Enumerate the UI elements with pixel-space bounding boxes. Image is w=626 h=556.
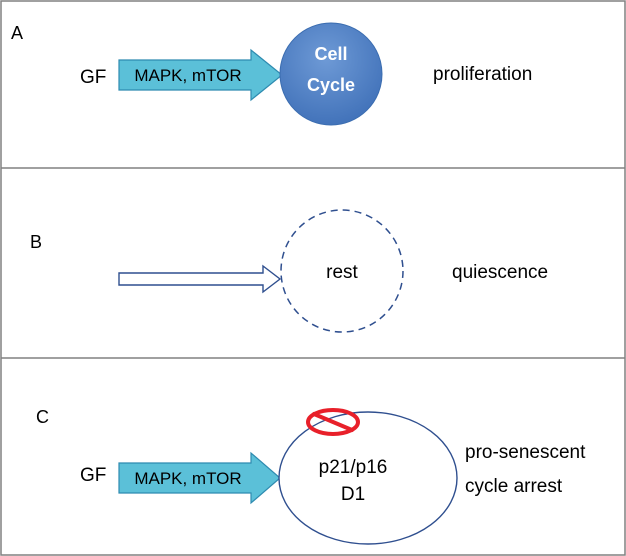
panel-c-circle-line1: p21/p16 — [319, 457, 388, 478]
panel-a-circle-line1: Cell — [314, 44, 347, 64]
panel-b-outcome: quiescence — [452, 262, 548, 283]
panel-c-circle-line2: D1 — [341, 484, 365, 505]
panel-c: C GF MAPK, mTOR p21/p16 D1 pro-senescent… — [36, 407, 586, 545]
panel-c-gf-label: GF — [80, 465, 106, 486]
panel-a-right-arrow-icon — [118, 48, 283, 102]
panel-a-gf-label: GF — [80, 67, 106, 88]
panel-a-letter: A — [11, 23, 23, 43]
panel-a-arrow-label: MAPK, mTOR — [134, 66, 241, 85]
panel-c-right-arrow-icon — [118, 451, 281, 505]
panel-c-arrow-label: MAPK, mTOR — [134, 469, 241, 488]
prohibited-sign-icon — [306, 408, 360, 436]
panel-a-cell-cycle-circle — [279, 22, 383, 126]
panel-a-outcome: proliferation — [433, 64, 532, 85]
panel-c-outcome-line1: pro-senescent — [465, 442, 586, 463]
panel-a: A GF MAPK, mTOR Cell Cycle proliferation — [11, 22, 532, 126]
panel-c-letter: C — [36, 407, 49, 427]
panel-a-circle-line2: Cycle — [307, 75, 355, 95]
panel-c-outcome-line2: cycle arrest — [465, 476, 563, 497]
panel-b-dashed-circle — [280, 209, 404, 333]
panel-b-right-arrow-icon — [118, 264, 282, 294]
panel-b-circle-label: rest — [326, 262, 358, 283]
panel-c-arrest-circle — [278, 411, 458, 545]
panel-b: B rest quiescence — [30, 209, 548, 333]
panel-b-letter: B — [30, 232, 42, 252]
